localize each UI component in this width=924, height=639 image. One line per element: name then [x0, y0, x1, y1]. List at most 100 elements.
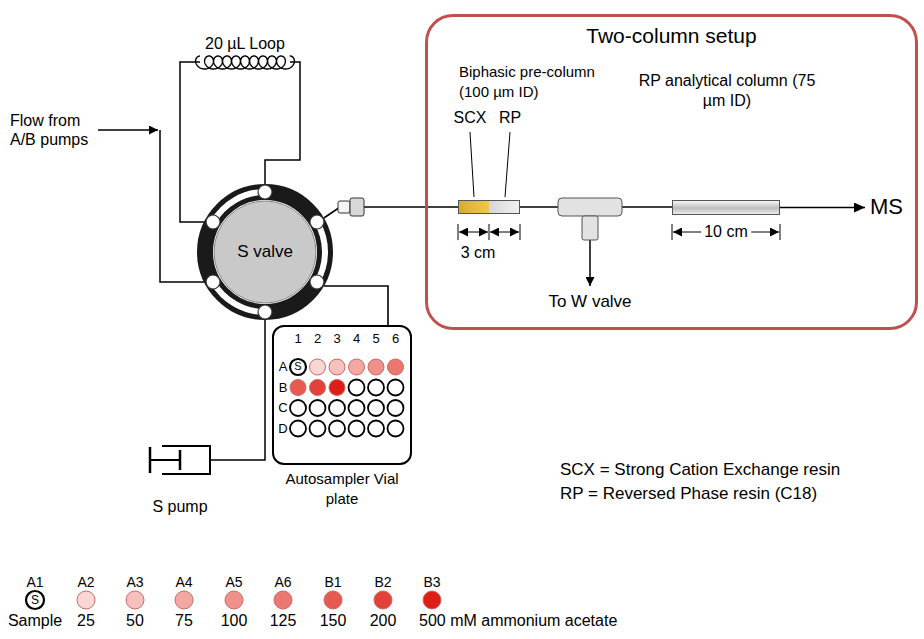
label: Flow from A/B pumps	[10, 111, 102, 149]
tubing-connector	[324, 286, 388, 325]
vial	[368, 359, 384, 375]
node-text: S valve	[237, 242, 293, 262]
valve-port	[310, 275, 324, 289]
label: SCX	[454, 108, 487, 127]
node-text: RP analytical column (75 µm ID)	[637, 71, 817, 111]
vial	[388, 380, 404, 396]
vial	[329, 421, 345, 437]
label: B1	[324, 574, 341, 591]
label: A3	[126, 574, 143, 591]
vial	[329, 380, 345, 396]
label: 150	[320, 611, 347, 630]
node-text: Autosampler Vial plate	[274, 469, 410, 509]
vial	[310, 380, 326, 396]
label: D	[278, 421, 287, 437]
vial	[310, 421, 326, 437]
label: 4	[353, 331, 360, 347]
legend-vial	[423, 591, 441, 609]
label: RP	[499, 108, 521, 127]
tubing-connector	[780, 207, 865, 209]
vial	[349, 359, 365, 375]
label: 100	[221, 611, 248, 630]
label: 500 mM ammonium acetate	[419, 611, 617, 630]
union-fitting	[338, 198, 364, 216]
vial	[368, 421, 384, 437]
dimension-3cm	[458, 224, 520, 240]
label: 125	[270, 611, 297, 630]
label: 2	[314, 331, 321, 347]
label: SCX = Strong Cation Exchange resin	[560, 460, 840, 480]
vial-wells	[290, 359, 404, 437]
vial	[388, 400, 404, 416]
vial-plate: Autosampler Vial plate	[272, 325, 412, 465]
setup-region: Biphasic pre-column (100 µm ID) RP analyt…	[425, 14, 918, 330]
label: A2	[77, 574, 94, 591]
vial	[290, 380, 306, 396]
vial	[310, 400, 326, 416]
legend-vial	[175, 591, 193, 609]
valve-channel	[317, 222, 325, 282]
label: To W valve	[548, 292, 631, 312]
vial	[388, 421, 404, 437]
legend-vial	[26, 591, 44, 609]
vial	[290, 421, 306, 437]
legend-vials	[26, 591, 441, 609]
legend-vial	[374, 591, 392, 609]
vial	[310, 359, 326, 375]
vial	[329, 359, 345, 375]
node-text: Two-column setup	[428, 23, 915, 49]
label: B3	[423, 574, 440, 591]
valve-rotor	[214, 201, 316, 303]
label: A5	[225, 574, 242, 591]
analytical-column: RP analytical column (75 µm ID)	[672, 200, 780, 215]
flow-arrow	[98, 129, 158, 131]
coil-windings	[196, 56, 295, 69]
label: C	[278, 400, 287, 416]
label: S	[294, 360, 301, 373]
vial	[290, 400, 306, 416]
loop-tubing	[265, 62, 300, 185]
label: Sample	[8, 611, 62, 630]
valve-port	[310, 215, 324, 229]
vial	[368, 380, 384, 396]
label: S pump	[152, 497, 207, 516]
label: 5	[372, 331, 379, 347]
node-text: MS	[866, 194, 909, 220]
node-text: Biphasic pre-column (100 µm ID)	[459, 62, 609, 102]
loop-tubing	[180, 62, 206, 222]
legend-vial	[225, 591, 243, 609]
label: A6	[274, 574, 291, 591]
label: 3	[333, 331, 340, 347]
label: RP = Reversed Phase resin (C18)	[560, 484, 817, 504]
label: A4	[175, 574, 192, 591]
label: 25	[77, 611, 95, 630]
valve-port	[258, 305, 272, 319]
vial	[349, 400, 365, 416]
syringe-pump	[150, 319, 265, 474]
label: 6	[392, 331, 399, 347]
legend-vial	[126, 591, 144, 609]
vial	[290, 359, 306, 375]
pre-column: Biphasic pre-column (100 µm ID)	[458, 200, 520, 214]
label: 1	[294, 331, 301, 347]
vial	[349, 380, 365, 396]
valve-port	[206, 215, 220, 229]
leader-line	[470, 132, 474, 197]
label: 10 cm	[701, 222, 751, 241]
vial	[329, 400, 345, 416]
vial	[349, 421, 365, 437]
valve-port	[206, 275, 220, 289]
label: A1	[26, 574, 43, 591]
vial	[368, 400, 384, 416]
legend-vial	[274, 591, 292, 609]
mass-spectrometer: MS	[866, 194, 909, 220]
label: B2	[374, 574, 391, 591]
label: 20 µL Loop	[205, 34, 285, 53]
vial	[388, 359, 404, 375]
switching-valve: S valve	[197, 184, 333, 320]
loop-coil	[196, 56, 295, 69]
tee-fitting	[558, 198, 622, 240]
valve-port	[258, 185, 272, 199]
label: S	[31, 593, 39, 607]
label: 200	[370, 611, 397, 630]
